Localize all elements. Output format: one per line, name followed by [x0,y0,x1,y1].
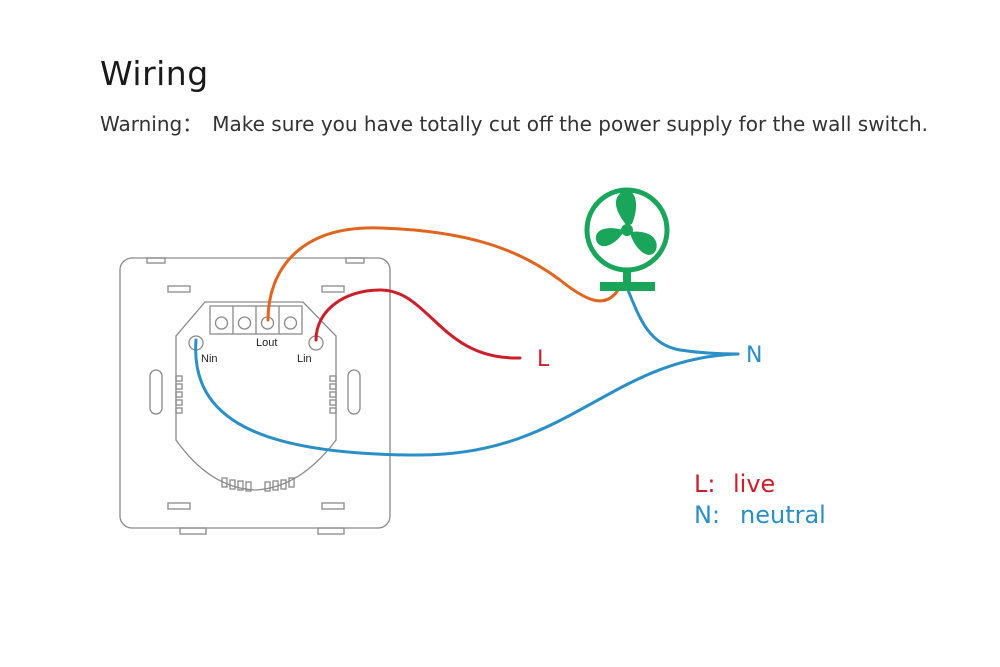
terminal-label-lin: Lin [297,353,312,365]
legend-neutral-text: neutral [740,501,826,529]
wire-live [314,288,522,360]
fan-icon [584,187,670,291]
wire-load [266,226,620,322]
neutral-end-label: N [746,343,762,368]
terminal-screw-4 [283,316,298,330]
plate-tab-bottom-right [317,527,345,535]
warning-label: Warning： [100,112,203,136]
page-title: Wiring [100,54,209,93]
plate-slot-top-left [167,285,191,293]
module-vents-left [175,375,183,414]
module-vents-right [329,375,337,414]
wall-switch [119,257,391,535]
module-vents-bottom [221,477,295,492]
plate-slot-bottom-left [167,502,191,510]
plate-side-slot-left [149,369,163,415]
warning-text: Make sure you have totally cut off the p… [212,112,928,136]
legend: L: live N: neutral [694,470,826,529]
plate-slot-bottom-right [321,502,345,510]
legend-neutral-key: N: [694,501,720,529]
wire-neutral-switch [194,338,740,457]
legend-live-text: live [733,470,775,498]
plate-side-slot-right [347,369,361,415]
legend-live-key: L: [694,470,715,498]
plate-tab-bottom-left [179,527,207,535]
warning-line: Warning： Make sure you have totally cut o… [100,108,928,137]
terminal-label-nin: Nin [201,353,218,365]
terminal-label-lout: Lout [256,337,277,349]
plate-notch-top-left [146,257,166,264]
wire-neutral-fan [626,288,740,356]
plate-slot-top-right [321,285,345,293]
live-end-label: L [537,347,550,372]
plate-notch-top-right [345,257,365,264]
terminal-screw-2 [237,316,252,330]
terminal-screw-1 [214,316,229,330]
switch-plate [119,257,391,529]
